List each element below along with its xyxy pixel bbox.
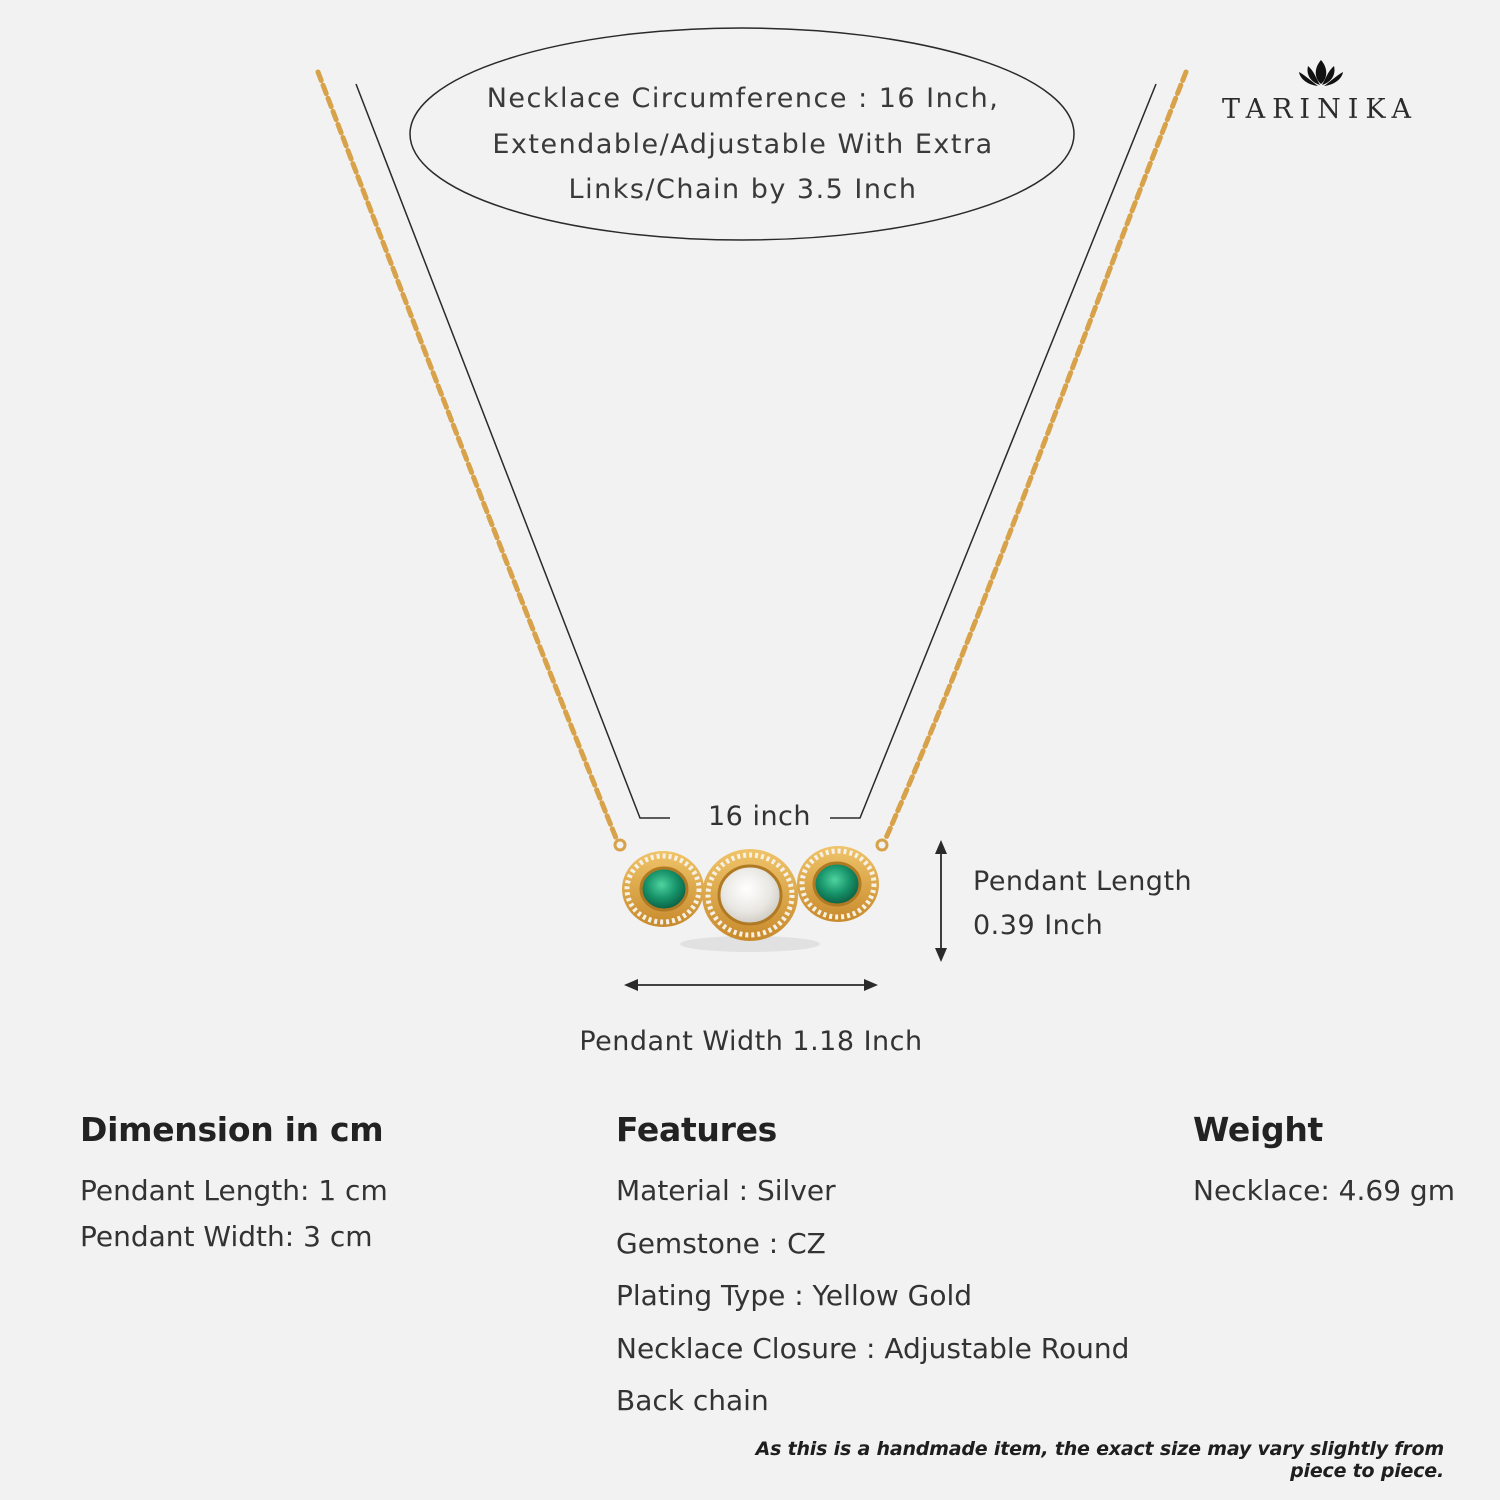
right-emerald [812, 861, 862, 907]
lotus-icon [1299, 60, 1343, 86]
circumference-line-1: Necklace Circumference : 16 Inch, [486, 83, 1000, 114]
pendant-length-value: 0.39 Inch [973, 910, 1104, 941]
circumference-oval [409, 27, 1075, 241]
features-item: Necklace Closure : Adjustable Round [616, 1331, 1130, 1365]
features-item: Material : Silver [616, 1174, 836, 1207]
center-stone [717, 864, 783, 926]
circumference-note: Necklace Circumference : 16 Inch, Extend… [430, 76, 1056, 213]
pendant-length-arrow [935, 840, 947, 962]
pendant-width-arrow [624, 979, 878, 991]
chain-right [883, 69, 1189, 841]
features-item: Back chain [616, 1384, 769, 1417]
dimension-heading: Dimension in cm [80, 1110, 384, 1149]
weight-list: Necklace: 4.69 gm [1193, 1168, 1455, 1214]
dimension-item: Pendant Width: 3 cm [80, 1220, 373, 1253]
weight-heading: Weight [1193, 1110, 1324, 1149]
chain-left [315, 69, 619, 841]
weight-item: Necklace: 4.69 gm [1193, 1174, 1455, 1207]
pendant-length-title: Pendant Length [973, 866, 1193, 897]
dimension-list: Pendant Length: 1 cm Pendant Width: 3 cm [80, 1168, 388, 1260]
pendant [613, 838, 889, 952]
features-item: Plating Type : Yellow Gold [616, 1279, 973, 1312]
circumference-line-3: Links/Chain by 3.5 Inch [568, 174, 918, 205]
features-item: Gemstone : CZ [616, 1226, 826, 1260]
brand-name: TARINIKA [1222, 94, 1418, 125]
pendant-length-label: Pendant Length 0.39 Inch [973, 860, 1192, 948]
dimension-item: Pendant Length: 1 cm [80, 1174, 388, 1207]
pendant-width-label: Pendant Width 1.18 Inch [579, 1026, 923, 1057]
features-list: Material : Silver Gemstone : CZ Plating … [616, 1165, 1129, 1428]
chain-length-line-left [355, 83, 670, 819]
left-emerald [639, 866, 689, 912]
handmade-disclaimer: As this is a handmade item, the exact si… [755, 1438, 1445, 1482]
chain-length-line-right [830, 83, 1157, 819]
features-heading: Features [616, 1110, 778, 1149]
circumference-line-2: Extendable/Adjustable With Extra [492, 128, 994, 160]
chain-length-label: 16 inch [708, 801, 812, 832]
